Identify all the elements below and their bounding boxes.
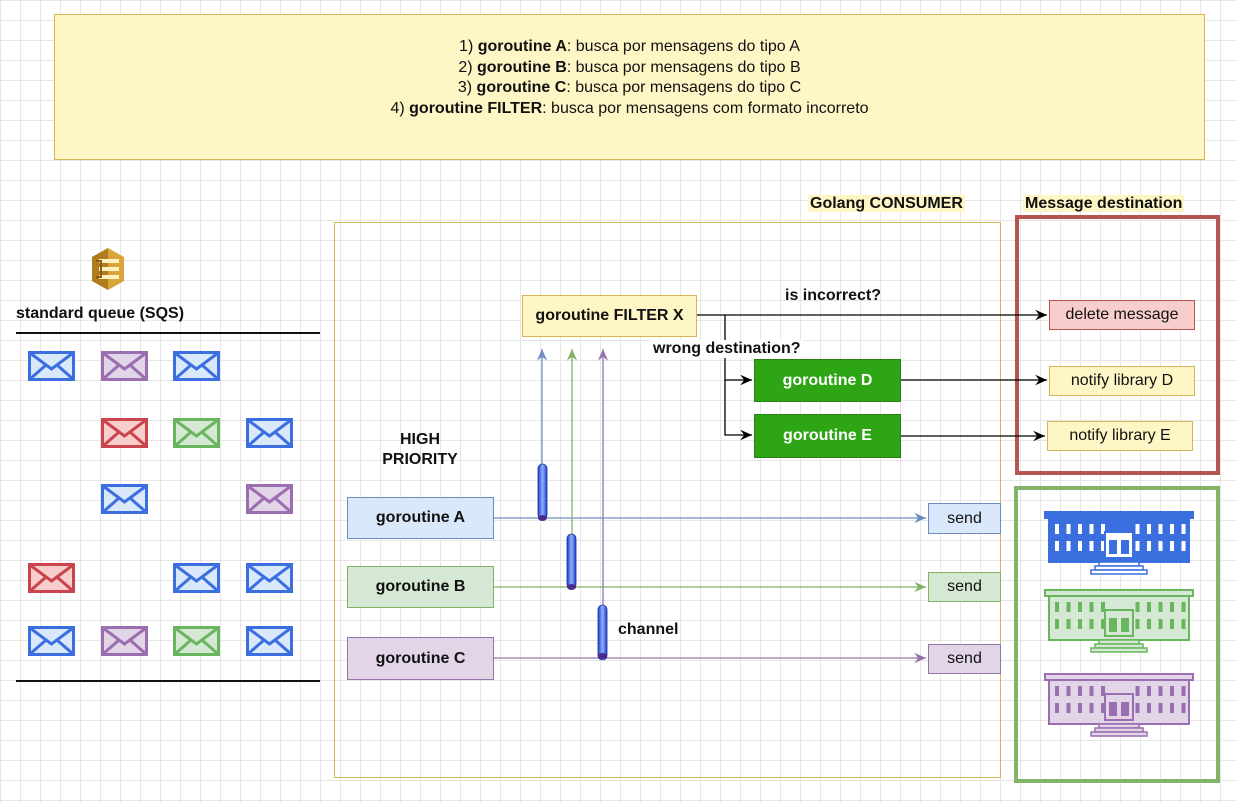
- queue-bottom-divider: [16, 680, 320, 682]
- description-note: 1) goroutine A: busca por mensagens do t…: [54, 14, 1205, 160]
- send-c[interactable]: send: [928, 644, 1001, 674]
- library-building-icon: [1043, 510, 1195, 581]
- channel-pipe-c: [597, 604, 608, 661]
- envelope-icon: [173, 626, 220, 661]
- envelope-icon: [101, 484, 148, 519]
- send-a[interactable]: send: [928, 503, 1001, 534]
- goroutine-filter-x[interactable]: goroutine FILTER X: [522, 295, 697, 337]
- high-priority-label: HIGH PRIORITY: [382, 431, 458, 468]
- goroutine-d[interactable]: goroutine D: [754, 359, 901, 402]
- envelope-icon: [28, 563, 75, 598]
- library-group: [1014, 486, 1220, 783]
- envelope-icon: [173, 563, 220, 598]
- library-building-icon: [1043, 588, 1195, 659]
- is-incorrect-label: is incorrect?: [785, 287, 882, 304]
- note-line: 1) goroutine A: busca por mensagens do t…: [459, 38, 800, 55]
- queue-top-divider: [16, 332, 320, 334]
- wrong-destination-label: wrong destination?: [651, 340, 803, 358]
- note-lines: 1) goroutine A: busca por mensagens do t…: [390, 37, 868, 159]
- notify-library-d[interactable]: notify library D: [1049, 366, 1195, 396]
- envelope-icon: [28, 626, 75, 661]
- note-line: 2) goroutine B: busca por mensagens do t…: [458, 58, 801, 76]
- delete-message[interactable]: delete message: [1049, 300, 1195, 330]
- channel-pipe-a: [537, 463, 548, 521]
- envelope-icon: [101, 351, 148, 386]
- envelope-icon: [246, 626, 293, 661]
- notification-group: [1015, 215, 1220, 475]
- envelope-icon: [28, 351, 75, 386]
- sqs-icon: [88, 245, 128, 293]
- note-line: 4) goroutine FILTER: busca por mensagens…: [390, 99, 869, 117]
- consumer-container: [334, 222, 1001, 778]
- channel-label: channel: [618, 621, 679, 638]
- envelope-icon: [173, 351, 220, 386]
- destination-title: Message destination: [1023, 195, 1185, 212]
- goroutine-a[interactable]: goroutine A: [347, 497, 494, 539]
- goroutine-e[interactable]: goroutine E: [754, 414, 901, 458]
- goroutine-c[interactable]: goroutine C: [347, 637, 494, 680]
- notify-library-e[interactable]: notify library E: [1047, 421, 1193, 451]
- envelope-icon: [101, 626, 148, 661]
- goroutine-b[interactable]: goroutine B: [347, 566, 494, 608]
- queue-title: standard queue (SQS): [16, 305, 185, 322]
- envelope-icon: [173, 418, 220, 453]
- envelope-icon: [246, 418, 293, 453]
- send-b[interactable]: send: [928, 572, 1001, 602]
- consumer-title: Golang CONSUMER: [808, 195, 965, 212]
- channel-pipe-b: [566, 533, 577, 590]
- library-building-icon: [1043, 672, 1195, 743]
- note-line: 3) goroutine C: busca por mensagens do t…: [457, 79, 802, 96]
- envelope-icon: [246, 563, 293, 598]
- envelope-icon: [246, 484, 293, 519]
- envelope-icon: [101, 418, 148, 453]
